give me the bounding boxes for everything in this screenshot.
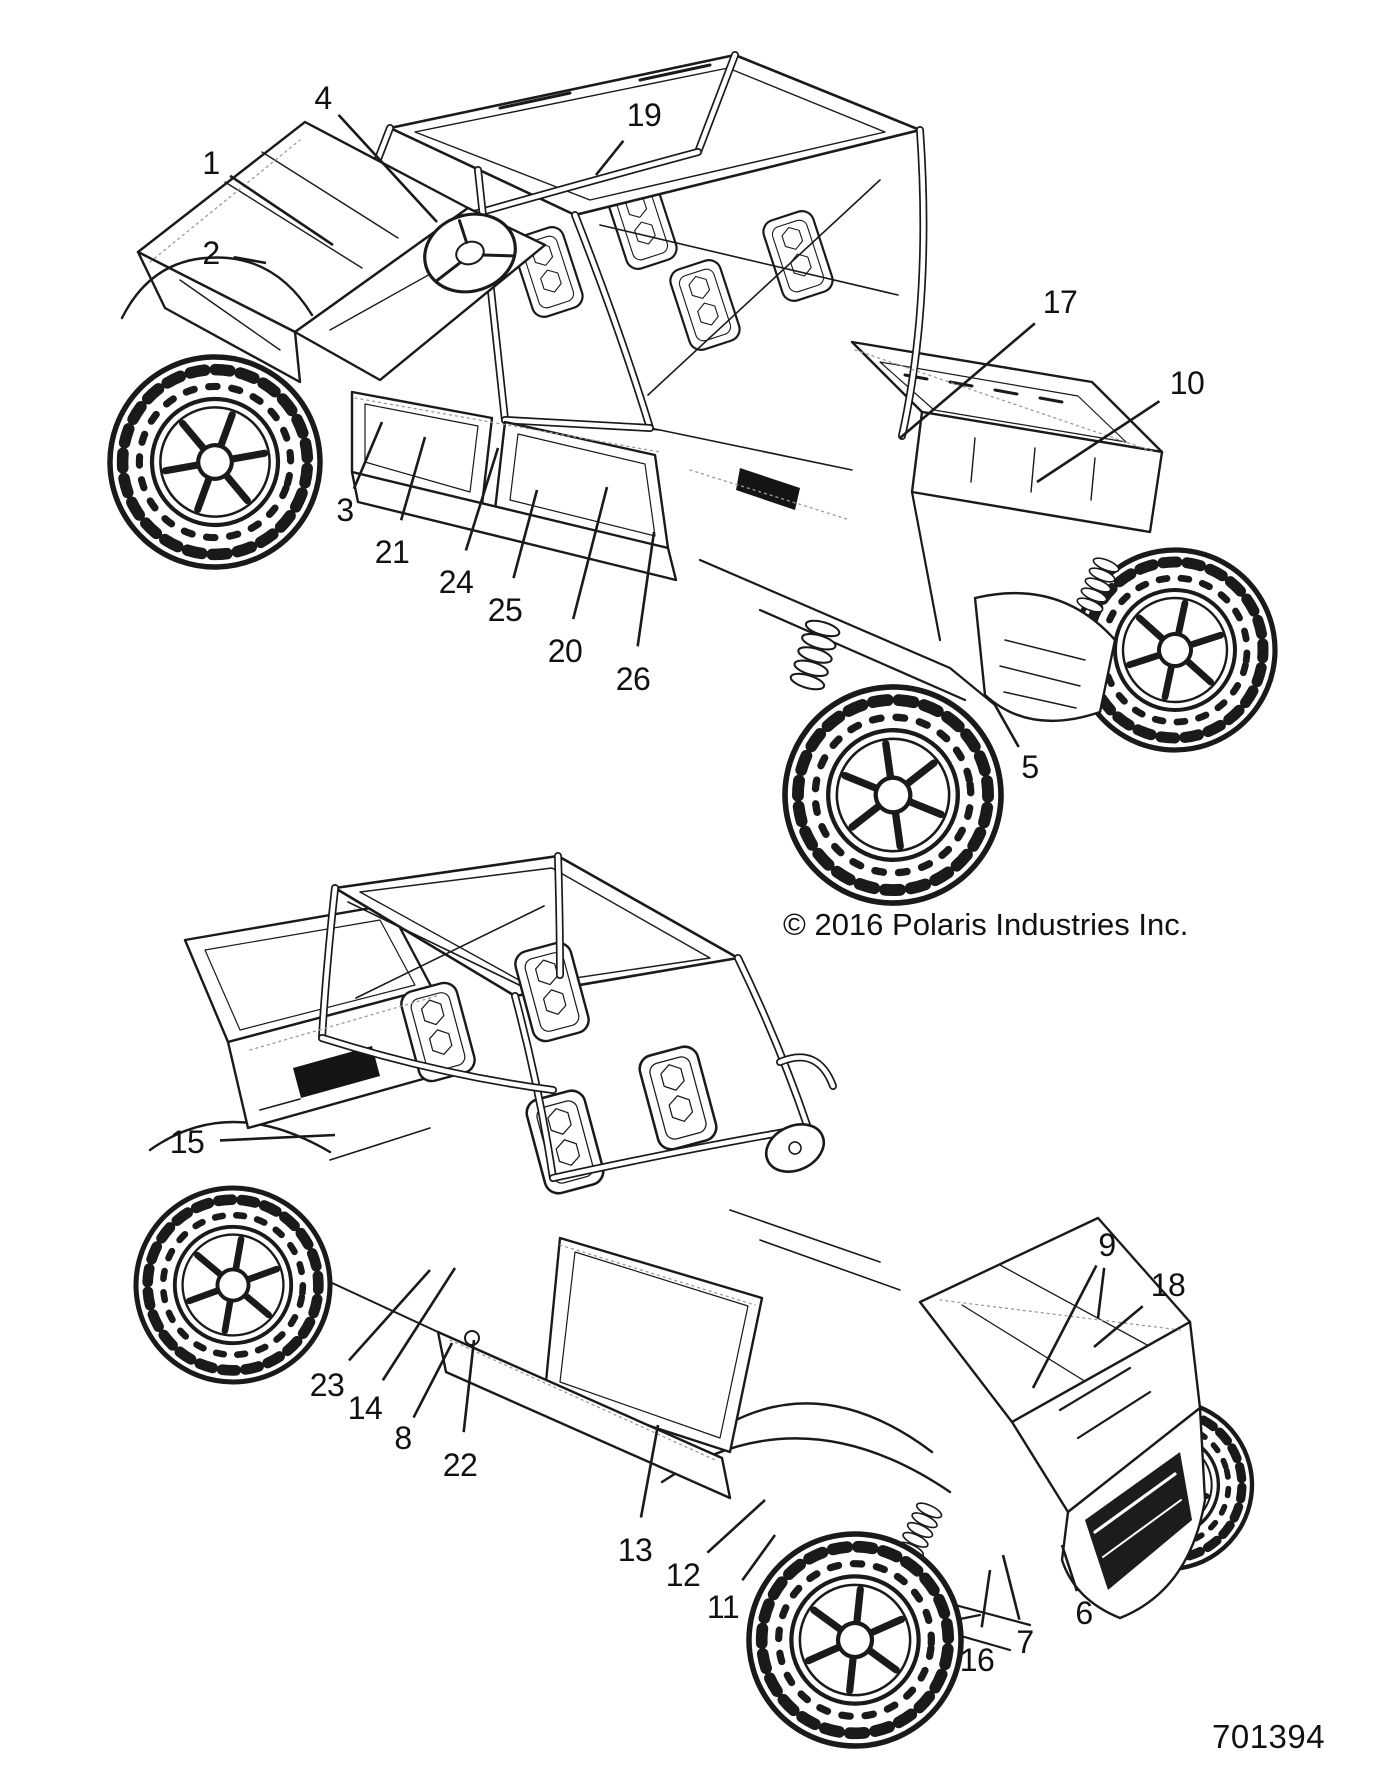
cage-tube xyxy=(735,955,811,1131)
door-latch xyxy=(464,1330,480,1346)
callout-14: 14 xyxy=(347,1390,383,1426)
callout-12: 12 xyxy=(665,1557,701,1593)
leader-line-3 xyxy=(352,421,384,490)
leader-line-10 xyxy=(1036,400,1161,484)
top-vehicle-illustration xyxy=(80,51,1293,917)
rear-frame-tubes xyxy=(698,490,997,707)
callout-10: 10 xyxy=(1169,365,1205,401)
leader-line-8 xyxy=(412,1342,454,1419)
cage-tube xyxy=(319,1035,556,1093)
callout-26: 26 xyxy=(615,661,651,697)
seat xyxy=(666,255,744,355)
cage-tube xyxy=(899,127,926,439)
leader-line-26 xyxy=(636,531,656,647)
leader-line-13 xyxy=(639,1424,660,1518)
wheel-icon xyxy=(771,673,1015,917)
callout-1: 1 xyxy=(202,145,220,181)
headlight-slash xyxy=(1058,1366,1152,1440)
callout-17: 17 xyxy=(1042,284,1078,320)
rocker-panel xyxy=(350,470,678,582)
callout-4: 4 xyxy=(314,80,332,116)
bottom-vehicle-illustration xyxy=(121,852,1270,1757)
texture-dots xyxy=(149,139,1156,521)
steering-wheel xyxy=(764,1123,826,1173)
callout-25: 25 xyxy=(487,592,523,628)
cage-tube xyxy=(555,853,563,978)
callout-9: 9 xyxy=(1098,1227,1116,1263)
callout-19: 19 xyxy=(626,97,662,133)
copyright-text: © 2016 Polaris Industries Inc. xyxy=(783,907,1189,942)
cage-brace xyxy=(599,179,899,396)
seat xyxy=(635,1042,721,1154)
callout-6: 6 xyxy=(1075,1595,1093,1631)
vent-slot xyxy=(736,468,800,510)
leader-line-1 xyxy=(229,174,334,247)
callout-5: 5 xyxy=(1021,749,1039,785)
leader-line-9 xyxy=(1096,1267,1106,1319)
texture-dots xyxy=(249,994,1181,1461)
leader-line-21 xyxy=(399,436,427,521)
callout-20: 20 xyxy=(547,633,583,669)
cage-brace xyxy=(347,901,547,999)
callout-2: 2 xyxy=(202,235,220,271)
leader-line-5 xyxy=(993,704,1020,748)
leader-line-4 xyxy=(337,114,438,223)
diagram-number: 701394 xyxy=(1212,1718,1326,1755)
front-fender xyxy=(120,256,314,320)
callout-21: 21 xyxy=(374,534,410,570)
callout-7: 7 xyxy=(1016,1624,1034,1660)
cage-tube xyxy=(502,417,653,431)
callout-24: 24 xyxy=(438,564,474,600)
callout-15: 15 xyxy=(169,1124,205,1160)
leader-line-2 xyxy=(233,255,267,265)
leader-line-20 xyxy=(571,486,609,620)
steering-wheel xyxy=(423,212,517,294)
leader-line-23 xyxy=(348,1269,431,1362)
leader-line-15 xyxy=(219,1133,336,1142)
callout-23: 23 xyxy=(309,1367,345,1403)
callout-16: 16 xyxy=(959,1642,995,1678)
cage-tube xyxy=(475,167,508,423)
cage-tube xyxy=(777,1055,836,1089)
wheel-icon xyxy=(739,1524,972,1757)
leader-line-24 xyxy=(464,447,500,551)
cage-tube xyxy=(319,885,338,1041)
callout-22: 22 xyxy=(442,1447,478,1483)
front-door xyxy=(543,1236,764,1454)
leader-line-19 xyxy=(594,139,625,176)
wheel-icon xyxy=(80,327,349,596)
seat xyxy=(522,1086,608,1198)
wheel-icon xyxy=(121,1173,346,1398)
callout-8: 8 xyxy=(394,1420,412,1456)
leader-line-17 xyxy=(899,322,1036,439)
cage-tube xyxy=(572,212,653,431)
front-fascia xyxy=(136,250,302,384)
leader-line-18 xyxy=(1093,1305,1144,1348)
leader-line-22 xyxy=(462,1339,476,1433)
vent-slot xyxy=(293,1046,380,1098)
leader-line-16 xyxy=(980,1569,992,1628)
grille xyxy=(1085,1452,1192,1590)
leader-line-25 xyxy=(512,489,539,579)
leader-lines xyxy=(219,114,1161,1628)
shock-coil xyxy=(788,616,842,694)
callout-3: 3 xyxy=(336,492,354,528)
callout-18: 18 xyxy=(1150,1267,1186,1303)
rear-fender xyxy=(148,1120,332,1154)
callout-13: 13 xyxy=(617,1532,653,1568)
leader-line-6 xyxy=(1060,1544,1079,1592)
leader-line-11 xyxy=(741,1534,777,1582)
leader-line-12 xyxy=(706,1499,766,1554)
roof-panel xyxy=(388,53,922,217)
callout-11: 11 xyxy=(706,1589,740,1625)
leader-line-7 xyxy=(1001,1554,1021,1621)
leader-line-9 xyxy=(1031,1264,1098,1389)
leader-line-14 xyxy=(381,1267,457,1381)
rear-bumper xyxy=(973,591,1117,722)
cage-tube xyxy=(695,52,738,155)
